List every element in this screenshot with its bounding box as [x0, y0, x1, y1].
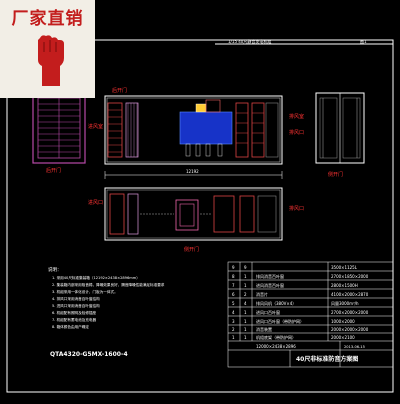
right-end-view: 侧开门: [315, 92, 365, 178]
bom-spec: 2000×2100: [331, 335, 355, 340]
bom-qty: 1: [244, 310, 247, 315]
length-dimension: 12192: [186, 169, 199, 174]
header-right-text: 图1: [360, 38, 367, 44]
note-line-8: 8. 箱体颜色由用户确定: [52, 324, 89, 329]
drawing-title: 40尺非标准防音方案图: [296, 355, 358, 363]
raised-fist-icon: [38, 35, 64, 86]
top-left-door-label: 后开门: [112, 87, 127, 94]
plan-generator-frame: [175, 199, 199, 231]
bom-spec: 1000×2000: [331, 319, 355, 324]
factory-direct-badge: 厂家直销: [0, 0, 95, 98]
header-left-text: 1/15 40尺静音发电机组: [228, 38, 271, 44]
bom-qty: 1: [244, 335, 247, 340]
bom-no: 2: [232, 327, 235, 332]
note-line-7: 7. 机组配有蓄电池及充电器: [52, 317, 97, 322]
bom-footer: 12000×2438×2896: [256, 344, 296, 349]
notes-block: 说明： 1. 采用40尺标准集装箱（12192×2438×2896mm） 2. …: [48, 266, 165, 358]
bom-no: 1: [232, 335, 235, 340]
badge-text: 厂家直销: [11, 9, 84, 29]
side-door-label: 侧开门: [328, 171, 343, 178]
rear-door-label: 后开门: [46, 167, 61, 174]
bom-name: 进风消音百叶窗: [256, 282, 284, 288]
bom-spec: 4100×2000×2870: [331, 292, 369, 297]
bom-qty: 9: [244, 265, 247, 270]
exhaust-outlet-label: 排风口: [289, 129, 304, 136]
note-line-3: 3. 机组采用一体化设计，门板为一体式。: [52, 289, 118, 294]
bom-no: 4: [232, 310, 235, 315]
bom-name: 消音装置: [256, 326, 272, 332]
plan-exhaust-label: 排风口: [289, 205, 304, 212]
drawing-frame: [6, 39, 394, 393]
bom-name: 机组底架（带防护网）: [256, 334, 296, 340]
bom-date: 2013-06-15: [344, 345, 365, 349]
bottom-door-label: 侧开门: [184, 246, 199, 253]
bom-qty: 4: [244, 301, 247, 306]
side-elevation: 12192 进风室 排风室 排风口 后开门: [88, 87, 304, 179]
bom-spec: 2700×1850×2000: [331, 274, 369, 279]
bom-no: 6: [232, 292, 235, 297]
note-line-5: 5. 进风口采用消音百叶窗结构: [52, 303, 100, 308]
air-inlet-room-label: 进风室: [88, 123, 103, 130]
bom-no: 5: [232, 301, 235, 306]
bom-no: 7: [232, 283, 235, 288]
bom-name: 进风口百叶窗（带防护网）: [256, 318, 304, 324]
bom-qty: 1: [244, 274, 247, 279]
left-end-view: 后开门: [32, 92, 86, 174]
generator-set-block: [179, 111, 233, 145]
air-inlet-label: 进风口: [88, 199, 103, 206]
plan-view: 进风口 排风口 侧开门: [88, 187, 304, 253]
bom-qty: 2: [244, 292, 247, 297]
bom-qty: 1: [244, 283, 247, 288]
bom-spec: 2000×2000×2000: [331, 327, 369, 332]
bom-spec: 风量3000m³/h: [331, 300, 359, 306]
model-number: QTA4320-G5MX-1600-4: [50, 351, 128, 358]
bom-spec: 3500×1125L: [331, 265, 358, 270]
bom-rows: 9 9 3500×1125L 8 1 排风消音百叶窗 2700×1850×200…: [232, 265, 369, 363]
note-line-6: 6. 机组配有照明及检修插座: [52, 310, 97, 315]
bom-name: 进风口百叶窗: [256, 309, 280, 315]
bom-table: [227, 261, 394, 368]
bom-name: 消音片: [256, 291, 268, 297]
notes-title: 说明：: [48, 266, 62, 273]
exhaust-silencer: [195, 103, 207, 113]
bom-spec: 2700×2000×2000: [331, 310, 369, 315]
bom-no: 8: [232, 274, 235, 279]
bom-no: 3: [232, 319, 235, 324]
bom-qty: 1: [244, 327, 247, 332]
bom-name: 排风消音百叶窗: [256, 273, 284, 279]
bom-spec: 2800×1500H: [331, 283, 358, 288]
bom-no: 9: [232, 265, 235, 270]
note-line-1: 1. 采用40尺标准集装箱（12192×2438×2896mm）: [52, 275, 140, 280]
bom-qty: 1: [244, 319, 247, 324]
exhaust-room-label: 排风室: [289, 113, 304, 120]
note-line-4: 4. 排风口采用消音百叶窗结构: [52, 296, 100, 301]
note-line-2: 2. 集装箱内部采用吸音棉，降噪效果良好，隔音降噪性能满足标准要求: [52, 282, 165, 287]
bom-name: 排风风机（380V×4）: [256, 300, 296, 306]
